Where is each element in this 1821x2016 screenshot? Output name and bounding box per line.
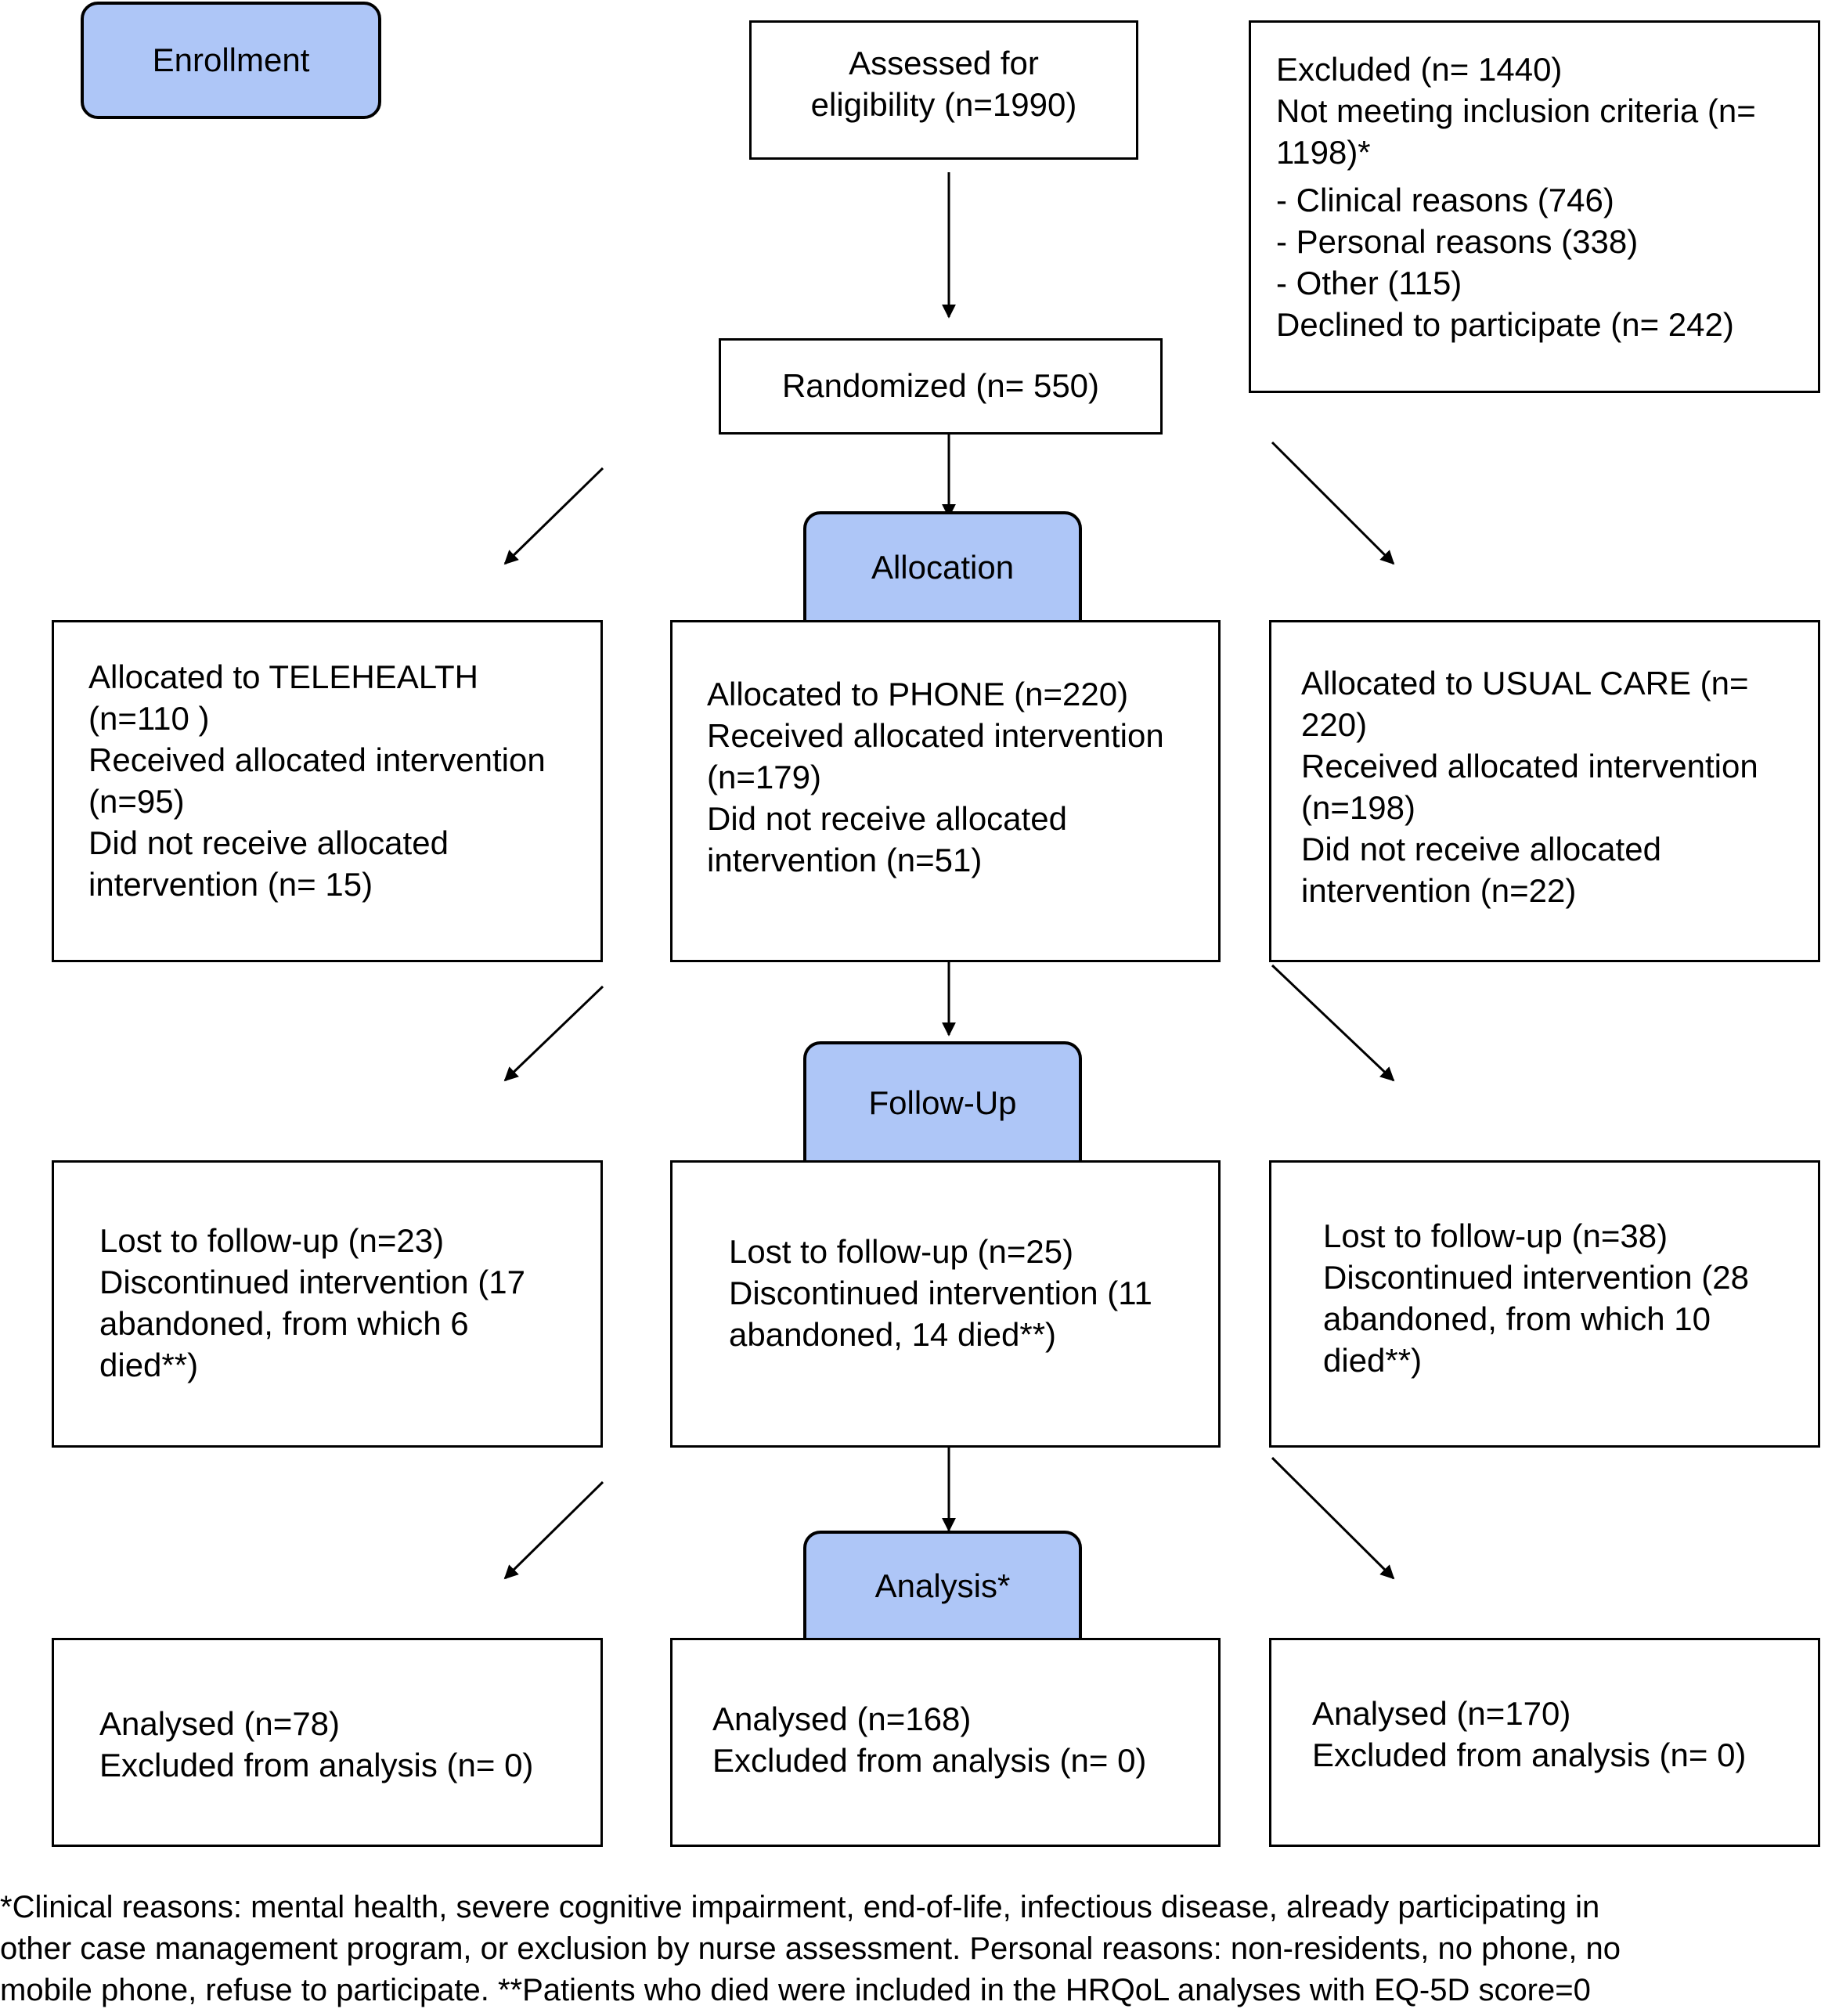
allocation-line: (n=179) [707, 759, 821, 795]
followup-line: died**) [1323, 1342, 1423, 1379]
randomized-text: Randomized (n= 550) [719, 365, 1163, 406]
analysis-line: Analysed (n=78) [99, 1705, 341, 1742]
followup-line: Discontinued intervention (17 [99, 1264, 525, 1300]
stage-followup-label: Follow-Up [868, 1084, 1017, 1121]
followup-line: abandoned, 14 died**) [729, 1316, 1057, 1353]
analysis-line: Analysed (n=170) [1312, 1695, 1571, 1732]
allocation-line: Did not receive allocated [88, 824, 449, 861]
randomized-label: Randomized (n= 550) [781, 367, 1100, 404]
assessed-box [749, 20, 1138, 160]
allocation-line: Received allocated intervention [1301, 748, 1758, 784]
arrow-usualcare-to-followup [1271, 964, 1395, 1082]
arrow-usualcare-to-analysis [1271, 1456, 1395, 1580]
allocation-line: intervention (n=51) [707, 842, 983, 878]
allocation-line: (n=110 ) [88, 700, 210, 737]
allocation-line: Allocated to TELEHEALTH [88, 658, 479, 695]
allocation-phone-text: Allocated to PHONE (n=220) Received allo… [707, 673, 1164, 881]
analysis-telehealth-text: Analysed (n=78) Excluded from analysis (… [99, 1703, 533, 1786]
analysis-usualcare-text: Analysed (n=170) Excluded from analysis … [1312, 1693, 1746, 1776]
stage-enrollment-label: Enrollment [152, 41, 310, 78]
allocation-line: (n=198) [1301, 789, 1415, 826]
followup-usualcare-box [1269, 1160, 1820, 1448]
followup-line: Discontinued intervention (28 [1323, 1259, 1749, 1296]
allocation-telehealth-box [52, 620, 603, 962]
stage-analysis-label: Analysis* [874, 1567, 1011, 1604]
stage-analysis: Analysis* [803, 1531, 1082, 1639]
stage-allocation-label: Allocation [871, 549, 1015, 586]
allocation-line: Did not receive allocated [707, 800, 1067, 837]
allocation-line: Received allocated intervention [707, 717, 1164, 754]
assessed-line: Assessed for [849, 45, 1039, 81]
stage-enrollment: Enrollment [81, 2, 381, 119]
allocation-telehealth-text: Allocated to TELEHEALTH (n=110 ) Receive… [88, 656, 546, 905]
followup-phone-box [670, 1160, 1221, 1448]
analysis-phone-box [670, 1638, 1221, 1847]
analysis-line: Excluded from analysis (n= 0) [1312, 1737, 1747, 1773]
analysis-phone-text: Analysed (n=168) Excluded from analysis … [712, 1698, 1146, 1781]
allocation-usualcare-text: Allocated to USUAL CARE (n= 220) Receive… [1301, 662, 1758, 911]
excluded-box [1249, 20, 1820, 393]
arrow-telehealth-to-analysis [503, 1480, 604, 1580]
analysis-line: Excluded from analysis (n= 0) [99, 1747, 534, 1783]
analysis-telehealth-box [52, 1638, 603, 1847]
excluded-line: - Clinical reasons (746) [1276, 182, 1614, 218]
footnote: *Clinical reasons: mental health, severe… [0, 1887, 1821, 2011]
allocation-line: Allocated to USUAL CARE (n= [1301, 665, 1749, 701]
excluded-line: Declined to participate (n= 242) [1276, 306, 1734, 343]
excluded-line: - Personal reasons (338) [1276, 223, 1639, 260]
footnote-line: other case management program, or exclus… [0, 1931, 1621, 1966]
excluded-line: Excluded (n= 1440) [1276, 51, 1563, 88]
allocation-line: Allocated to PHONE (n=220) [707, 676, 1129, 712]
followup-telehealth-text: Lost to follow-up (n=23) Discontinued in… [99, 1220, 525, 1386]
allocation-line: intervention (n=22) [1301, 872, 1577, 909]
stage-followup: Follow-Up [803, 1041, 1082, 1161]
footnote-line: *Clinical reasons: mental health, severe… [0, 1890, 1600, 1924]
followup-telehealth-box [52, 1160, 603, 1448]
excluded-line: 1198)* [1276, 134, 1371, 171]
allocation-line: Did not receive allocated [1301, 831, 1661, 867]
followup-line: abandoned, from which 6 [99, 1305, 469, 1342]
footnote-line: mobile phone, refuse to participate. **P… [0, 1973, 1591, 2007]
followup-line: died**) [99, 1347, 199, 1383]
allocation-phone-box [670, 620, 1221, 962]
followup-usualcare-text: Lost to follow-up (n=38) Discontinued in… [1323, 1215, 1749, 1381]
followup-line: Lost to follow-up (n=23) [99, 1222, 445, 1259]
excluded-line: Not meeting inclusion criteria (n= [1276, 92, 1756, 129]
analysis-line: Excluded from analysis (n= 0) [712, 1742, 1147, 1779]
analysis-usualcare-box [1269, 1638, 1820, 1847]
assessed-text: Assessed for eligibility (n=1990) [749, 42, 1138, 125]
arrow-randomized-to-telehealth [503, 467, 604, 565]
stage-allocation: Allocation [803, 511, 1082, 621]
arrow-randomized-to-usualcare [1271, 441, 1395, 565]
excluded-line: - Other (115) [1276, 265, 1462, 301]
randomized-box [719, 338, 1163, 435]
allocation-line: 220) [1301, 706, 1368, 743]
followup-line: Discontinued intervention (11 [729, 1275, 1152, 1311]
allocation-line: intervention (n= 15) [88, 866, 373, 903]
analysis-line: Analysed (n=168) [712, 1700, 972, 1737]
followup-line: Lost to follow-up (n=25) [729, 1233, 1074, 1270]
assessed-line: eligibility (n=1990) [810, 86, 1077, 123]
followup-phone-text: Lost to follow-up (n=25) Discontinued in… [729, 1231, 1152, 1355]
allocation-usualcare-box [1269, 620, 1820, 962]
followup-line: abandoned, from which 10 [1323, 1300, 1711, 1337]
allocation-line: Received allocated intervention [88, 741, 546, 778]
excluded-text: Excluded (n= 1440) Not meeting inclusion… [1276, 49, 1756, 345]
followup-line: Lost to follow-up (n=38) [1323, 1217, 1668, 1254]
allocation-line: (n=95) [88, 783, 185, 820]
arrow-telehealth-to-followup [503, 985, 604, 1082]
